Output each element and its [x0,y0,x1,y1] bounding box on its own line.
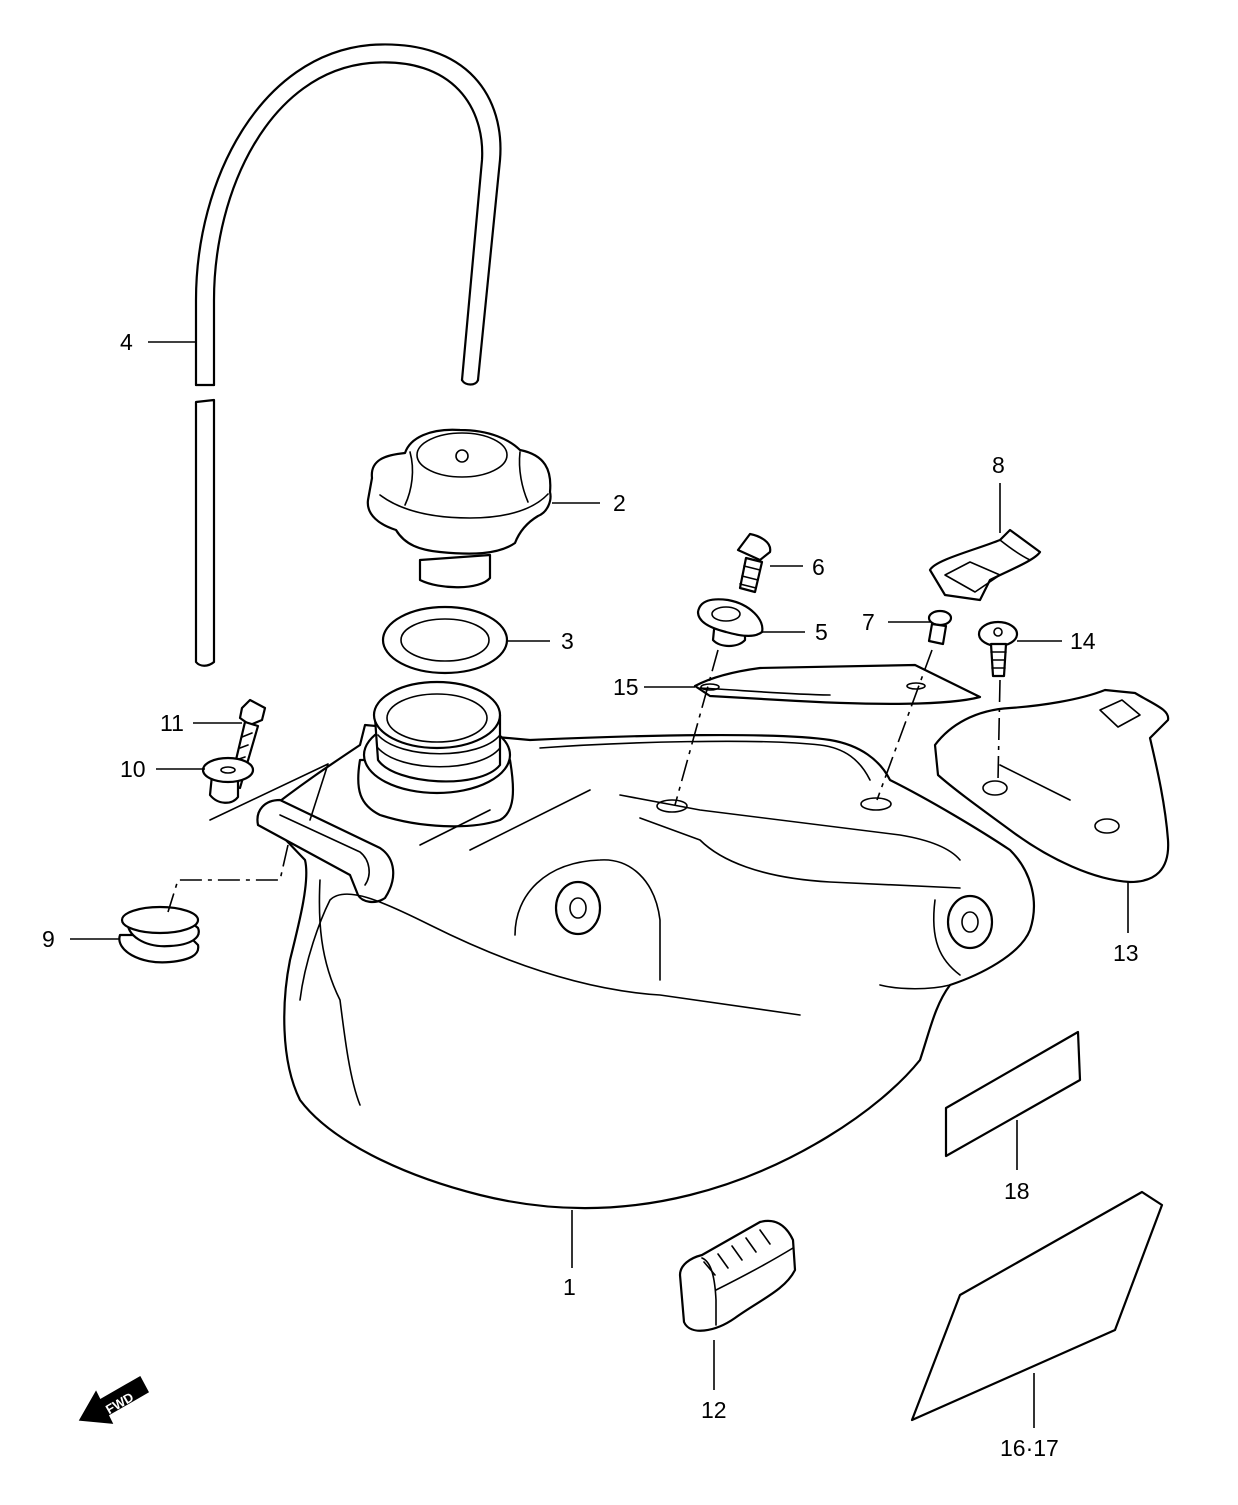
decal-16-17 [910,1190,1164,1422]
callout-6: 6 [812,554,825,580]
callout-7: 7 [862,609,875,635]
callout-2: 2 [613,490,626,516]
cap-gasket [381,605,509,675]
callout-11: 11 [160,710,184,736]
alignment-lines [167,649,1001,913]
callout-16-17: 16·17 [1000,1435,1059,1461]
screw-6 [736,532,772,594]
callout-5: 5 [815,619,828,645]
screw-7 [927,609,953,646]
cushion-9 [118,905,200,964]
callout-labels: 1 2 3 4 5 6 7 8 9 10 11 12 13 14 15 16·1… [42,329,1139,1461]
callout-9: 9 [42,926,55,952]
callout-4: 4 [120,329,133,355]
plate-15 [693,663,982,705]
guard-12 [678,1219,797,1332]
callout-10: 10 [120,756,146,782]
cover-plate-13 [933,688,1170,884]
collar-10 [201,756,255,804]
callout-14: 14 [1070,628,1096,654]
callout-8: 8 [992,452,1005,478]
callout-1: 1 [563,1274,576,1300]
bolt-14 [977,620,1019,678]
grommet-5 [696,598,764,648]
callout-12: 12 [701,1397,727,1423]
buckle-8 [928,528,1042,602]
fuel-cap [366,428,552,589]
callout-13: 13 [1113,940,1139,966]
callout-15: 15 [613,674,639,700]
leader-lines [70,341,1129,1428]
label-18 [944,1030,1082,1158]
forward-arrow-icon: FWD [78,1375,150,1424]
callout-3: 3 [561,628,574,654]
breather-hose [194,43,502,667]
callout-18: 18 [1004,1178,1030,1204]
fuel-tank [256,680,1035,1210]
